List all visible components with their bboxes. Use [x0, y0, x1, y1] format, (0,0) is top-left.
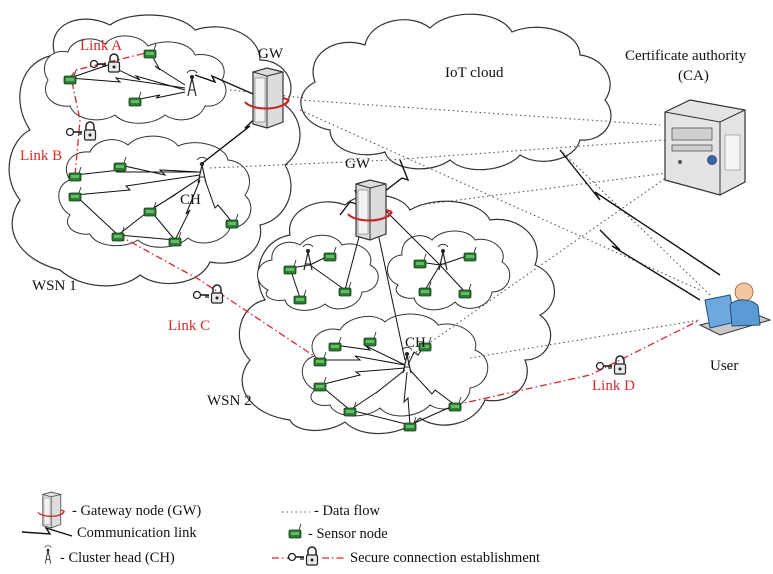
legend-secure-text: Secure connection establishment: [350, 550, 540, 566]
iot-cloud-label: IoT cloud: [445, 65, 504, 81]
user-label: User: [710, 358, 738, 374]
ch-label-wsn1: CH: [180, 192, 201, 208]
link-a-label: Link A: [80, 38, 122, 54]
certificate-authority-server-icon: [664, 99, 746, 196]
legend-gateway-icon: [37, 491, 66, 529]
link-b-path: [71, 81, 81, 176]
ca-title-line2: (CA): [678, 68, 709, 84]
link-d-path: [454, 319, 701, 406]
legend-cluster-head-text: - Cluster head (CH): [60, 550, 175, 566]
legend-key-lock-icon: [287, 546, 319, 566]
link-b-label: Link B: [20, 148, 62, 164]
communication-links: [194, 74, 721, 301]
legend-gateway-text: - Gateway node (GW): [72, 503, 201, 519]
link-c-path: [117, 234, 321, 361]
wsn1-lower-cluster-cloud: [58, 135, 252, 248]
legend-data-flow-text: - Data flow: [314, 503, 381, 519]
legend: - Gateway node (GW) Communication link -…: [21, 491, 540, 566]
wsn2-right-cluster-cloud: [387, 230, 511, 311]
wsn1-internal-links: [69, 51, 233, 241]
wsn1-label: WSN 1: [32, 278, 77, 294]
link-c-label: Link C: [168, 318, 210, 334]
link-d-label: Link D: [592, 378, 635, 394]
gw-top-label: GW: [258, 46, 284, 62]
wsn2-label: WSN 2: [207, 393, 252, 409]
legend-sensor-text: - Sensor node: [308, 526, 388, 542]
ca-title-line1: Certificate authority: [625, 48, 747, 64]
iot-cloud-shape: [300, 13, 612, 171]
user-workstation-icon: [698, 282, 772, 336]
legend-communication-text: Communication link: [77, 525, 197, 541]
data-flow-lines: [209, 89, 711, 361]
gw-mid-label: GW: [345, 156, 371, 172]
legend-sensor-icon: [288, 523, 302, 539]
legend-cluster-head-icon: [44, 545, 52, 565]
ch-label-wsn2: CH: [405, 335, 426, 351]
legend-communication-link-icon: [21, 526, 73, 537]
